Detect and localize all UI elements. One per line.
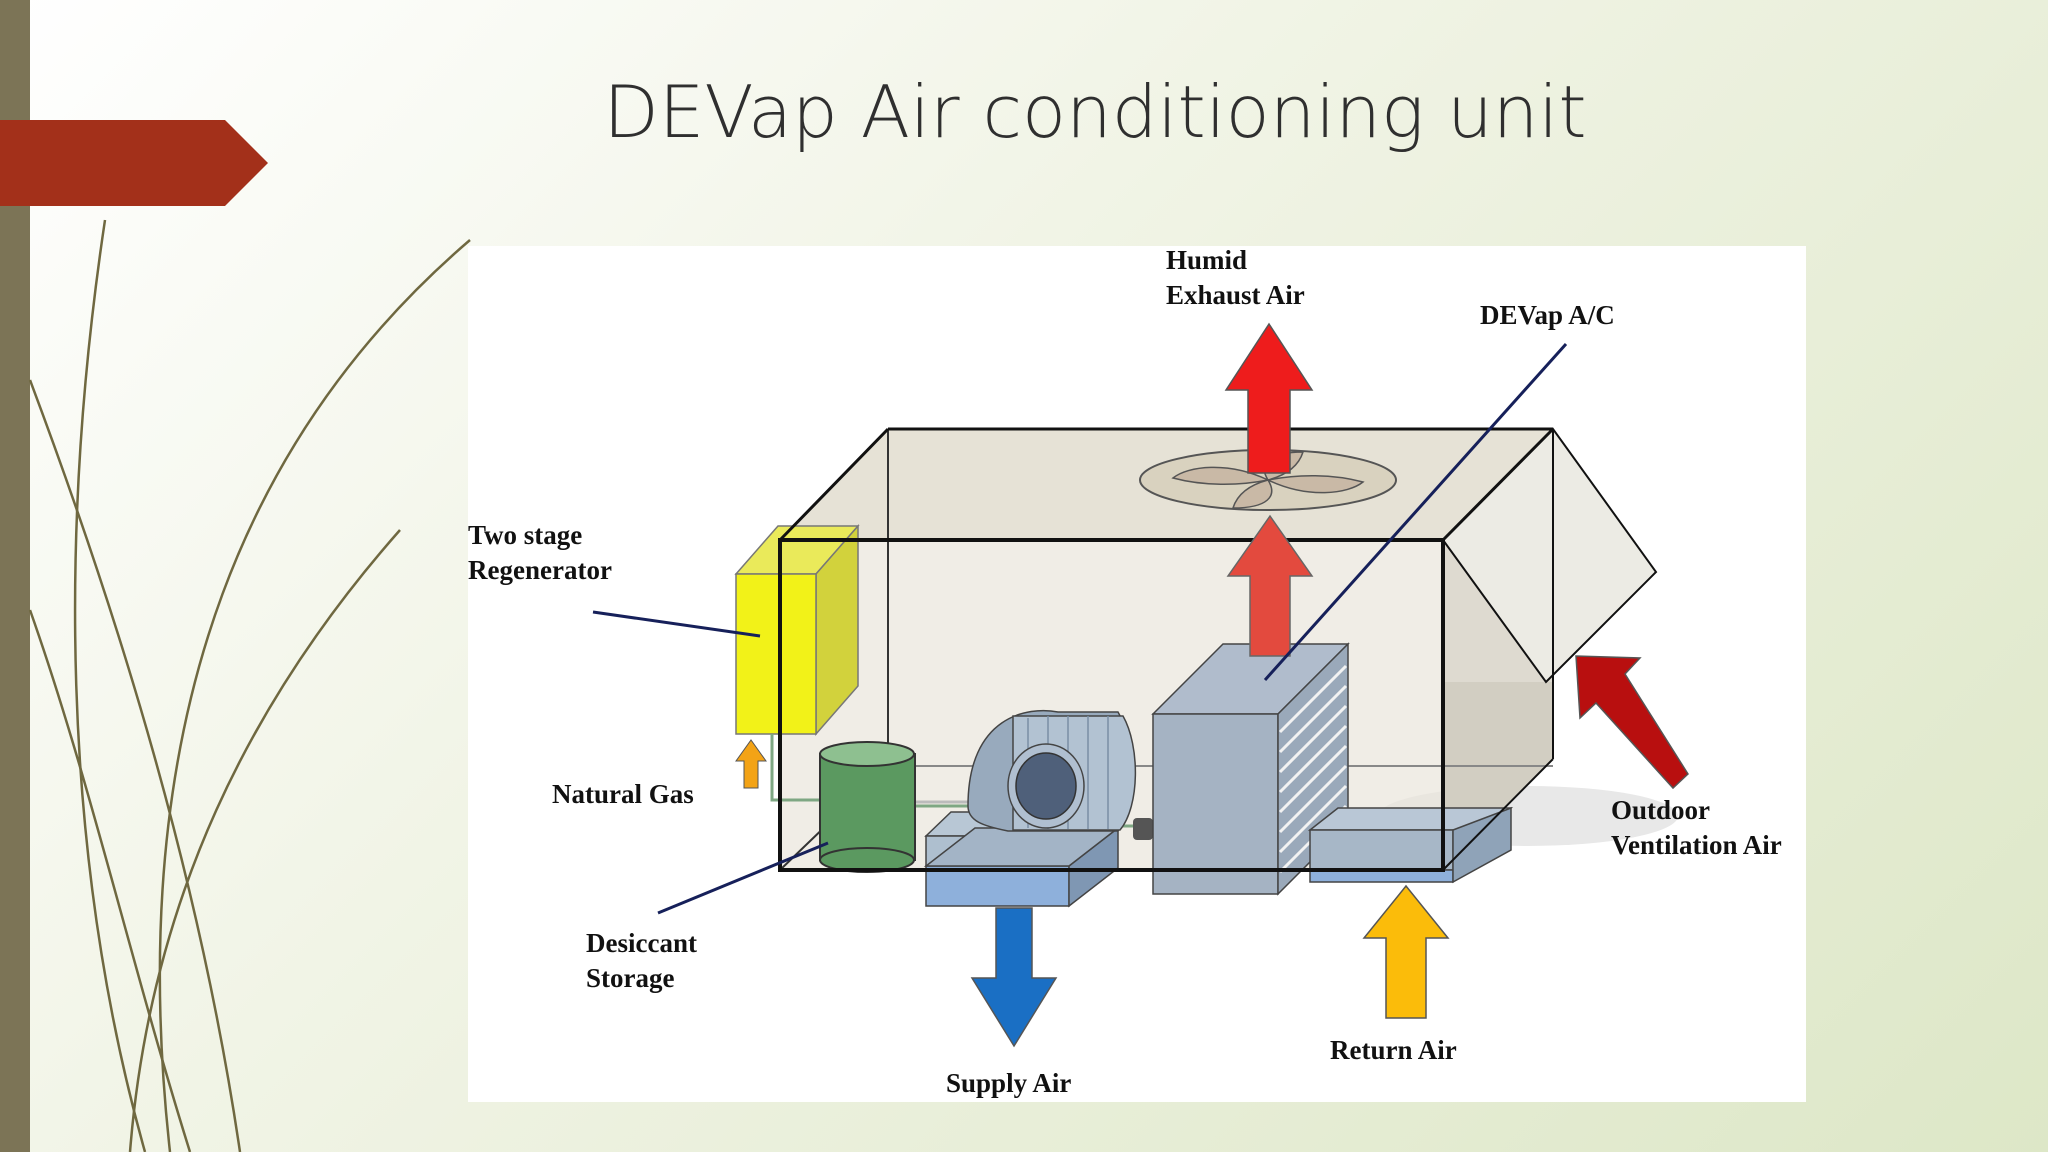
natural-gas-label: Natural Gas bbox=[552, 779, 694, 809]
return-air-label: Return Air bbox=[1330, 1035, 1457, 1065]
slide-title: DEVap Air conditioning unit bbox=[603, 70, 1587, 154]
supply-air-arrow bbox=[970, 907, 1058, 1048]
regenerator-label-line2: Regenerator bbox=[468, 555, 612, 585]
internal-updraft-arrow bbox=[1226, 514, 1314, 657]
return-air-plenum bbox=[1307, 806, 1514, 884]
outdoor-air-arrow bbox=[1575, 655, 1689, 790]
title-accent-arrow bbox=[0, 120, 268, 206]
supply-air-label: Supply Air bbox=[946, 1068, 1071, 1098]
enclosure-outline bbox=[778, 427, 1555, 872]
return-air-arrow bbox=[1362, 884, 1450, 1019]
desiccant-storage-label-line1: Desiccant bbox=[586, 928, 697, 958]
humid-exhaust-label-line2: Exhaust Air bbox=[1166, 280, 1305, 310]
humid-exhaust-label-line1: Humid bbox=[1166, 246, 1247, 275]
desiccant-storage-label-line2: Storage bbox=[586, 963, 674, 993]
decorative-swooshes bbox=[28, 219, 471, 1152]
humid-exhaust-arrow bbox=[1224, 322, 1314, 474]
devap-diagram: Humid Exhaust Air DEVap A/C Two stage Re… bbox=[468, 246, 1782, 1098]
desiccant-storage-tank bbox=[819, 741, 916, 873]
diagram-panel: Humid Exhaust Air DEVap A/C Two stage Re… bbox=[468, 246, 1806, 1102]
natural-gas-arrow bbox=[735, 739, 767, 789]
outdoor-ventilation-label-line2: Ventilation Air bbox=[1611, 830, 1782, 860]
outdoor-ventilation-label-line1: Outdoor bbox=[1611, 795, 1710, 825]
regenerator-leader-line bbox=[592, 610, 761, 638]
regenerator-label-line1: Two stage bbox=[468, 520, 582, 550]
desiccant-leader-line bbox=[657, 841, 829, 915]
devap-leader-line bbox=[1263, 342, 1568, 682]
two-stage-regenerator bbox=[734, 524, 860, 736]
devap-ac-label: DEVap A/C bbox=[1480, 300, 1615, 330]
supply-blower bbox=[923, 709, 1153, 908]
